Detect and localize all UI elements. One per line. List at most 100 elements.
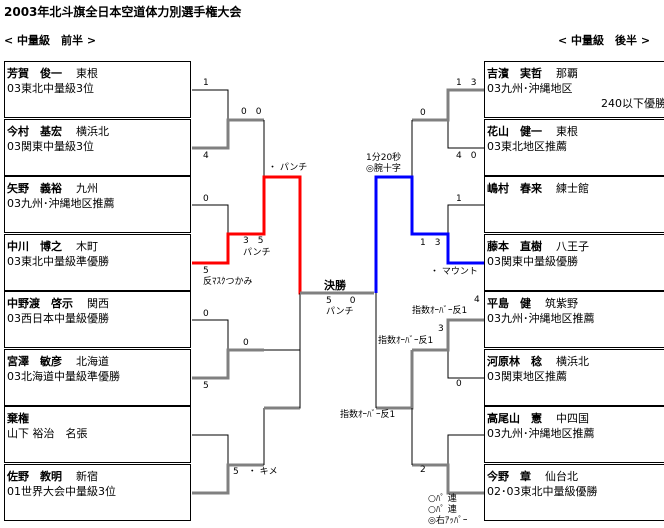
right-competitor-4: 藤本 直樹 八王子 03関東中量級優勝 bbox=[484, 234, 664, 291]
score-label: 1 3 bbox=[456, 78, 477, 88]
competitor-club: 筑紫野 bbox=[545, 297, 578, 310]
score-label: 0 bbox=[243, 338, 249, 348]
competitor-record: 03九州･沖縄地区推薦 bbox=[487, 312, 595, 325]
competitor-name: 嶋村 春来 bbox=[487, 182, 542, 195]
right-competitor-2: 花山 健一 東根 03東北地区推薦 bbox=[484, 119, 664, 176]
technique-note: 反ﾏｽｸつかみ bbox=[203, 277, 253, 287]
right-competitor-3: 嶋村 春来 練士館 bbox=[484, 176, 664, 233]
competitor-club: 木町 bbox=[76, 240, 98, 253]
score-label: 5 bbox=[203, 266, 209, 276]
score-label: 5 bbox=[203, 381, 209, 391]
competitor-name: 宮澤 敏彦 bbox=[7, 355, 62, 368]
technique-note: パンチ bbox=[243, 248, 271, 258]
competitor-record: 03関東中量級3位 bbox=[7, 140, 94, 153]
technique-note: ・ パンチ bbox=[268, 163, 308, 173]
competitor-name: 今野 章 bbox=[487, 470, 531, 483]
left-competitor-4: 中川 博之 木町 03東北中量級準優勝 bbox=[4, 234, 191, 291]
left-competitor-5: 中野渡 啓示 関西 03西日本中量級優勝 bbox=[4, 291, 191, 348]
competitor-record: 03関東地区推薦 bbox=[487, 370, 567, 383]
competitor-club: 九州 bbox=[76, 182, 98, 195]
technique-note: ・ マウント bbox=[430, 267, 478, 277]
final-label: 決勝 bbox=[324, 279, 346, 292]
technique-note: ◎腕十字 bbox=[366, 164, 401, 174]
competitor-record: 02･03東北中量級優勝 bbox=[487, 485, 598, 498]
technique-note: ◎右ｱｯﾊﾟｰ bbox=[428, 516, 468, 526]
competitor-club: 北海道 bbox=[76, 355, 109, 368]
competitor-record: 03九州･沖縄地区推薦 bbox=[487, 427, 595, 440]
technique-note: パンチ bbox=[326, 307, 354, 317]
competitor-club: 横浜北 bbox=[556, 355, 589, 368]
competitor-name: 今村 基宏 bbox=[7, 125, 62, 138]
score-label: 1 3 bbox=[420, 238, 441, 248]
competitor-name: 藤本 直樹 bbox=[487, 240, 542, 253]
score-label: 0 0 bbox=[241, 107, 262, 117]
left-competitor-8: 佐野 教明 新宿 01世界大会中量級3位 bbox=[4, 464, 191, 521]
competitor-name: 芳賀 俊一 bbox=[7, 67, 62, 80]
competitor-club: 八王子 bbox=[556, 240, 589, 253]
right-competitor-1: 吉濱 実哲那覇 03九州･沖縄地区 240以下優勝 bbox=[484, 61, 664, 118]
technique-note: ○ﾊﾟ 連 bbox=[428, 494, 457, 504]
competitor-record: 01世界大会中量級3位 bbox=[7, 485, 116, 498]
competitor-record: 03北海道中量級準優勝 bbox=[7, 370, 120, 383]
competitor-record: 03九州･沖縄地区推薦 bbox=[7, 197, 115, 210]
competitor-club: 那覇 bbox=[556, 67, 578, 80]
right-bracket-header: < 中量級 後半 > bbox=[558, 34, 651, 47]
competitor-club: 練士館 bbox=[556, 182, 589, 195]
competitor-club: 東根 bbox=[556, 125, 578, 138]
score-label: 1 bbox=[456, 194, 462, 204]
competitor-record: 山下 裕治 名張 bbox=[7, 427, 88, 440]
competitor-record: 03東北中量級3位 bbox=[7, 82, 94, 95]
competitor-name: 矢野 義裕 bbox=[7, 182, 62, 195]
competitor-club: 関西 bbox=[87, 297, 109, 310]
score-label: 1 bbox=[203, 78, 209, 88]
technique-note: 指数ｵｰﾊﾞｰ反1 bbox=[412, 306, 468, 316]
score-label: 0 bbox=[203, 194, 209, 204]
competitor-record-extra: 240以下優勝 bbox=[601, 97, 664, 110]
right-competitor-7: 高尾山 憲 中四国 03九州･沖縄地区推薦 bbox=[484, 406, 664, 463]
left-competitor-7: 棄権 山下 裕治 名張 bbox=[4, 406, 191, 463]
left-bracket-header: < 中量級 前半 > bbox=[4, 34, 97, 47]
score-label: 4 bbox=[474, 295, 480, 305]
competitor-record: 03東北地区推薦 bbox=[487, 140, 567, 153]
competitor-name: 中川 博之 bbox=[7, 240, 62, 253]
competitor-club: 新宿 bbox=[76, 470, 98, 483]
competitor-name: 平島 健 bbox=[487, 297, 531, 310]
score-label: 2 bbox=[420, 465, 426, 475]
right-competitor-6: 河原林 稔 横浜北 03関東地区推薦 bbox=[484, 349, 664, 406]
page-title: 2003年北斗旗全日本空道体力別選手権大会 bbox=[4, 5, 242, 19]
technique-note: 1分20秒 bbox=[366, 153, 402, 163]
score-label: 4 0 bbox=[456, 151, 477, 161]
score-label: 3 5 bbox=[243, 236, 264, 246]
competitor-record: 03東北中量級準優勝 bbox=[7, 255, 109, 268]
left-competitor-2: 今村 基宏 横浜北 03関東中量級3位 bbox=[4, 119, 191, 176]
competitor-club: 横浜北 bbox=[76, 125, 109, 138]
technique-note: 指数ｵｰﾊﾞｰ反1 bbox=[340, 410, 396, 420]
competitor-name: 花山 健一 bbox=[487, 125, 542, 138]
score-label: 0 bbox=[456, 379, 462, 389]
competitor-name: 佐野 教明 bbox=[7, 470, 62, 483]
right-competitor-5: 平島 健 筑紫野 03九州･沖縄地区推薦 bbox=[484, 291, 664, 348]
competitor-name: 中野渡 啓示 bbox=[7, 297, 73, 310]
competitor-record: 03関東中量級優勝 bbox=[487, 255, 578, 268]
competitor-club: 仙台北 bbox=[545, 470, 578, 483]
right-competitor-8: 今野 章 仙台北 02･03東北中量級優勝 bbox=[484, 464, 664, 521]
score-label: 0 bbox=[203, 309, 209, 319]
score-label: 5 0 bbox=[326, 296, 356, 306]
technique-note: 指数ｵｰﾊﾞｰ反1 bbox=[378, 336, 434, 346]
left-competitor-3: 矢野 義裕 九州 03九州･沖縄地区推薦 bbox=[4, 176, 191, 233]
technique-note: ○ﾊﾟ 連 bbox=[428, 505, 457, 515]
score-label: 3 bbox=[438, 324, 444, 334]
competitor-name: 高尾山 憲 bbox=[487, 412, 542, 425]
competitor-name: 河原林 稔 bbox=[487, 355, 542, 368]
score-label: 4 bbox=[203, 151, 209, 161]
score-label: 5 ・ キメ bbox=[233, 467, 278, 477]
competitor-record: 03西日本中量級優勝 bbox=[7, 312, 109, 325]
competitor-club: 中四国 bbox=[556, 412, 589, 425]
score-label: 0 bbox=[420, 108, 426, 118]
competitor-record: 03九州･沖縄地区 bbox=[487, 82, 573, 95]
competitor-name: 棄権 bbox=[7, 412, 29, 425]
competitor-club: 東根 bbox=[76, 67, 98, 80]
left-competitor-6: 宮澤 敏彦 北海道 03北海道中量級準優勝 bbox=[4, 349, 191, 406]
left-competitor-1: 芳賀 俊一 東根 03東北中量級3位 bbox=[4, 61, 191, 118]
